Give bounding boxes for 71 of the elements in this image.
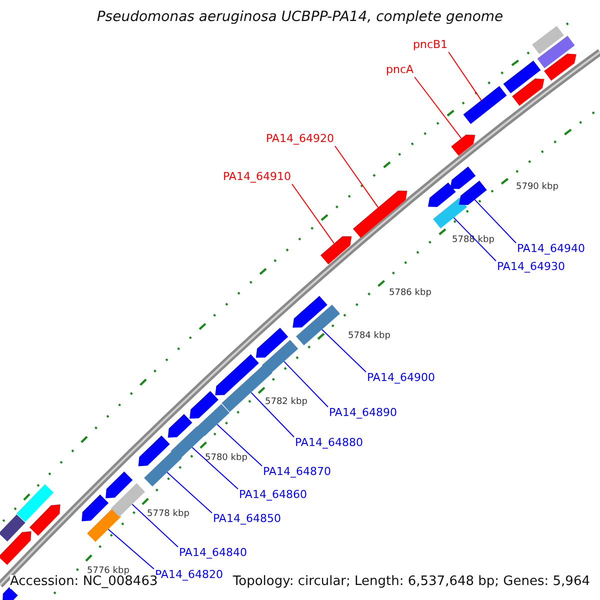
gene-label: PA14_64910 — [223, 170, 291, 184]
leader-line — [166, 472, 212, 514]
gene-feature — [196, 404, 230, 436]
scale-label: 5780 kbp — [205, 452, 248, 465]
gene-feature — [537, 36, 575, 68]
gene-feature — [138, 435, 170, 466]
gene-label: pncA — [386, 63, 414, 77]
leader-line — [414, 76, 462, 139]
title: Pseudomonas aeruginosa UCBPP-PA14, complete genome — [96, 10, 504, 24]
gene-label: PA14_64860 — [239, 488, 307, 502]
gene-feature — [296, 304, 340, 346]
gene-feature — [170, 426, 206, 460]
leader-line — [321, 329, 366, 372]
leader-line — [108, 528, 154, 570]
gene-feature — [110, 483, 146, 517]
gene-feature — [215, 354, 259, 396]
gene-label: pncB1 — [413, 38, 448, 52]
gene-feature — [82, 494, 109, 522]
scale-label: 5788 kbp — [452, 234, 494, 247]
gene-feature — [29, 504, 60, 536]
gene-feature — [352, 190, 408, 238]
scale-label: 5776 kbp — [87, 565, 130, 576]
scale-label: 5778 kbp — [147, 508, 190, 521]
scale-label: 5786 kbp — [389, 287, 432, 300]
gene-label: PA14_64930 — [497, 260, 565, 274]
gene-feature — [190, 390, 218, 419]
gene-label: PA14_64890 — [329, 406, 397, 420]
gene-feature — [463, 86, 507, 124]
gene-feature — [544, 54, 576, 81]
footer-text: Accession: NC_008463 — [10, 575, 158, 589]
scale-label: 5784 kbp — [348, 330, 390, 343]
gene-feature — [168, 414, 192, 438]
gene-feature — [512, 78, 544, 106]
gene-feature — [451, 134, 476, 156]
leader-line — [474, 199, 516, 244]
leader-line — [334, 146, 379, 208]
leader-line — [192, 446, 238, 490]
gene-feature — [503, 60, 541, 94]
gene-label: PA14_64870 — [263, 465, 331, 479]
gene-label: PA14_64940 — [517, 242, 585, 256]
gene-label: PA14_64840 — [179, 546, 247, 560]
gene-feature — [256, 328, 288, 358]
gene-feature — [2, 587, 18, 600]
gene-feature — [0, 531, 32, 565]
leader-line — [284, 360, 328, 408]
gene-feature — [292, 296, 328, 328]
leader-line — [453, 217, 496, 262]
leader-line — [291, 184, 335, 244]
gene-label: PA14_64850 — [213, 512, 281, 526]
gene-feature — [106, 472, 133, 498]
gene-label: PA14_64880 — [295, 436, 363, 450]
scale-label: 5782 kbp — [265, 396, 308, 409]
gene-feature — [450, 166, 476, 190]
gene-label: PA14_64920 — [266, 132, 334, 146]
gene-feature — [87, 508, 121, 542]
scale-label: 5790 kbp — [516, 181, 558, 194]
gene-feature — [433, 198, 467, 228]
gene-feature — [458, 180, 487, 205]
gene-feature — [532, 26, 564, 54]
leader-line — [216, 424, 262, 466]
gene-feature — [16, 484, 54, 522]
gene-feature — [428, 182, 456, 208]
leader-line — [132, 504, 178, 548]
leader-line — [448, 52, 482, 101]
leader-line — [250, 392, 294, 438]
gene-feature — [0, 514, 26, 542]
gene-feature — [144, 449, 182, 487]
gene-label: PA14_64900 — [367, 371, 435, 385]
footer-text: Topology: circular; Length: 6,537,648 bp; Genes: 5,964 — [232, 575, 590, 589]
gene-feature — [262, 340, 298, 374]
gene-feature — [320, 236, 352, 264]
